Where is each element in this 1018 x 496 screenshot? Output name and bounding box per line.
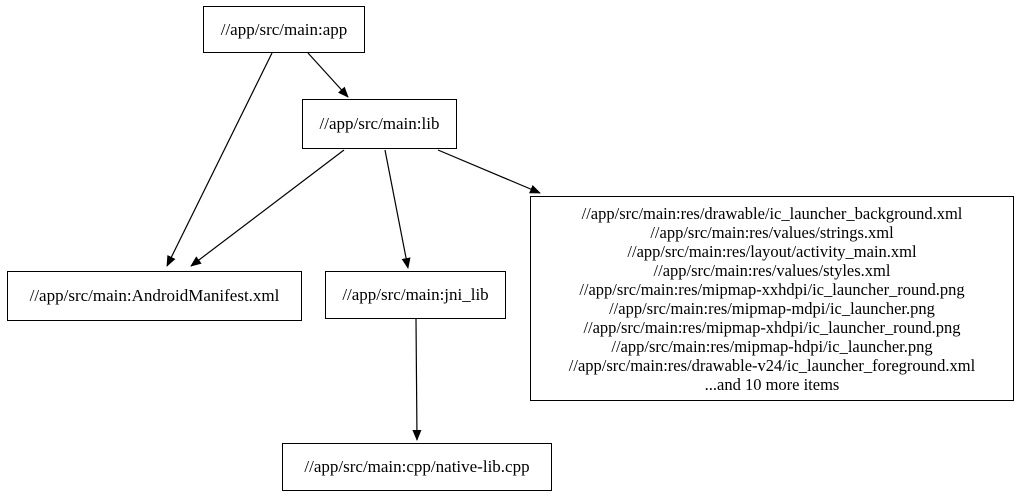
edge-app-to-manifest bbox=[166, 52, 273, 267]
edge-jni-lib-to-native-lib bbox=[412, 318, 422, 441]
graph-node-res-group: //app/src/main:res/drawable/ic_launcher_… bbox=[530, 196, 1014, 401]
graph-node-jni-lib: //app/src/main:jni_lib bbox=[325, 271, 506, 319]
edge-app-to-lib bbox=[307, 52, 349, 98]
graph-node-app: //app/src/main:app bbox=[203, 6, 365, 53]
graph-node-res-group-line: //app/src/main:res/layout/activity_main.… bbox=[627, 241, 917, 261]
graph-node-android-manifest: //app/src/main:AndroidManifest.xml bbox=[7, 271, 302, 321]
graph-node-lib-label: //app/src/main:lib bbox=[319, 114, 440, 134]
graph-node-jni-lib-label: //app/src/main:jni_lib bbox=[342, 285, 489, 305]
graph-node-res-group-line: //app/src/main:res/mipmap-xxhdpi/ic_laun… bbox=[579, 279, 965, 299]
graph-node-native-lib-label: //app/src/main:cpp/native-lib.cpp bbox=[304, 457, 530, 477]
graph-node-res-group-line: //app/src/main:res/mipmap-xhdpi/ic_launc… bbox=[583, 317, 961, 337]
graph-node-res-group-line: //app/src/main:res/values/strings.xml bbox=[650, 222, 894, 242]
graph-node-res-group-line: //app/src/main:res/values/styles.xml bbox=[653, 260, 891, 280]
edge-lib-to-res-group bbox=[437, 149, 541, 194]
graph-node-res-group-line: //app/src/main:res/drawable-v24/ic_launc… bbox=[568, 355, 976, 375]
graph-node-res-group-line: //app/src/main:res/drawable/ic_launcher_… bbox=[581, 203, 963, 223]
graph-node-res-group-line: ...and 10 more items bbox=[704, 374, 840, 394]
graph-node-lib: //app/src/main:lib bbox=[302, 99, 457, 149]
graph-node-native-lib: //app/src/main:cpp/native-lib.cpp bbox=[282, 443, 552, 491]
edge-lib-to-jni-lib bbox=[384, 149, 411, 269]
graph-node-android-manifest-label: //app/src/main:AndroidManifest.xml bbox=[29, 286, 280, 306]
graph-node-res-group-line: //app/src/main:res/mipmap-hdpi/ic_launch… bbox=[611, 336, 933, 356]
graph-node-app-label: //app/src/main:app bbox=[220, 19, 348, 39]
graph-node-res-group-line: //app/src/main:res/mipmap-mdpi/ic_launch… bbox=[609, 298, 935, 318]
edge-lib-to-manifest bbox=[190, 149, 345, 267]
